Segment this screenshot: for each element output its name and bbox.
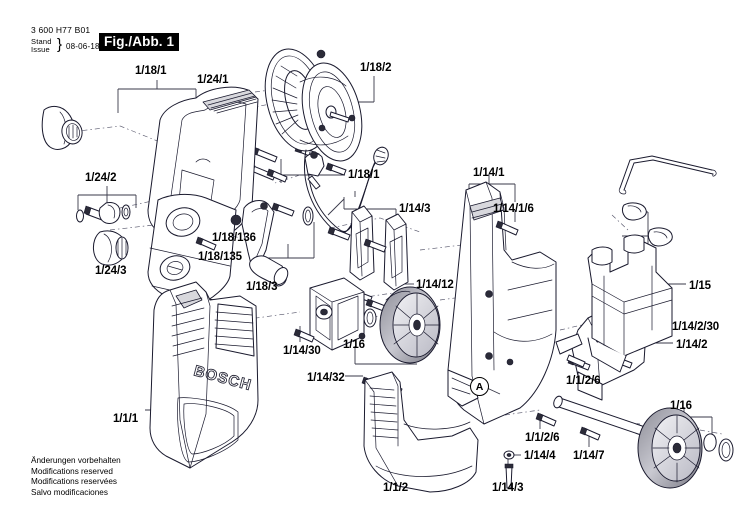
stand-label: Stand (31, 37, 52, 46)
callout-1-18-135: 1/18/135 (198, 251, 242, 263)
brace-glyph: } (57, 36, 63, 53)
callout-1-14-1: 1/14/1 (473, 167, 505, 179)
callout-1-14-2-30: 1/14/2/30 (672, 321, 720, 333)
notice-line-de: Änderungen vorbehalten (31, 456, 121, 465)
notice-line-en: Modifications reserved (31, 466, 113, 476)
figure-badge: Fig./Abb. 1 (99, 33, 180, 51)
part-number: 3 600 H77 B01 (31, 25, 91, 35)
callout-1-18-3: 1/18/3 (246, 281, 278, 293)
reference-marker-a: A (470, 377, 489, 396)
callout-1-1-2-6-right: 1/1/2/6 (566, 375, 601, 387)
callout-1-14-7: 1/14/7 (573, 450, 605, 462)
callout-1-18-1-mid: 1/18/1 (348, 169, 380, 181)
modifications-notice: Änderungen vorbehalten Modifications res… (31, 456, 121, 498)
callout-1-15: 1/15 (689, 280, 711, 292)
callout-1-18-2: 1/18/2 (360, 62, 392, 74)
callout-1-14-30: 1/14/30 (283, 345, 321, 357)
callout-1-14-3-top: 1/14/3 (399, 203, 431, 215)
callout-1-16-right: 1/16 (670, 400, 692, 412)
callout-1-14-2: 1/14/2 (676, 339, 708, 351)
callout-1-24-3: 1/24/3 (95, 265, 127, 277)
callout-1-16-center: 1/16 (343, 339, 365, 351)
callout-1-14-3-low: 1/14/3 (492, 482, 524, 494)
notice-line-fr: Modifications reservées (31, 477, 118, 487)
callout-1-24-1: 1/24/1 (197, 74, 229, 86)
callout-1-14-4: 1/14/4 (524, 450, 556, 462)
callout-1-14-1-6: 1/14/1/6 (493, 203, 534, 215)
callout-1-18-1-top: 1/18/1 (135, 65, 167, 77)
issue-date: 08-06-18 (66, 42, 100, 51)
callout-1-1-1: 1/1/1 (113, 413, 139, 425)
callout-1-18-136: 1/18/136 (212, 232, 256, 244)
callout-1-14-32: 1/14/32 (307, 372, 345, 384)
issue-label: Issue (31, 45, 50, 55)
callout-1-14-12: 1/14/12 (416, 279, 454, 291)
stand-issue-label: Stand Issue (31, 37, 52, 55)
callout-1-24-2: 1/24/2 (85, 172, 117, 184)
callout-1-1-2-6-low: 1/1/2/6 (525, 432, 560, 444)
callout-1-1-2: 1/1/2 (383, 482, 409, 494)
notice-line-es: Salvo modificaciones (31, 487, 108, 497)
